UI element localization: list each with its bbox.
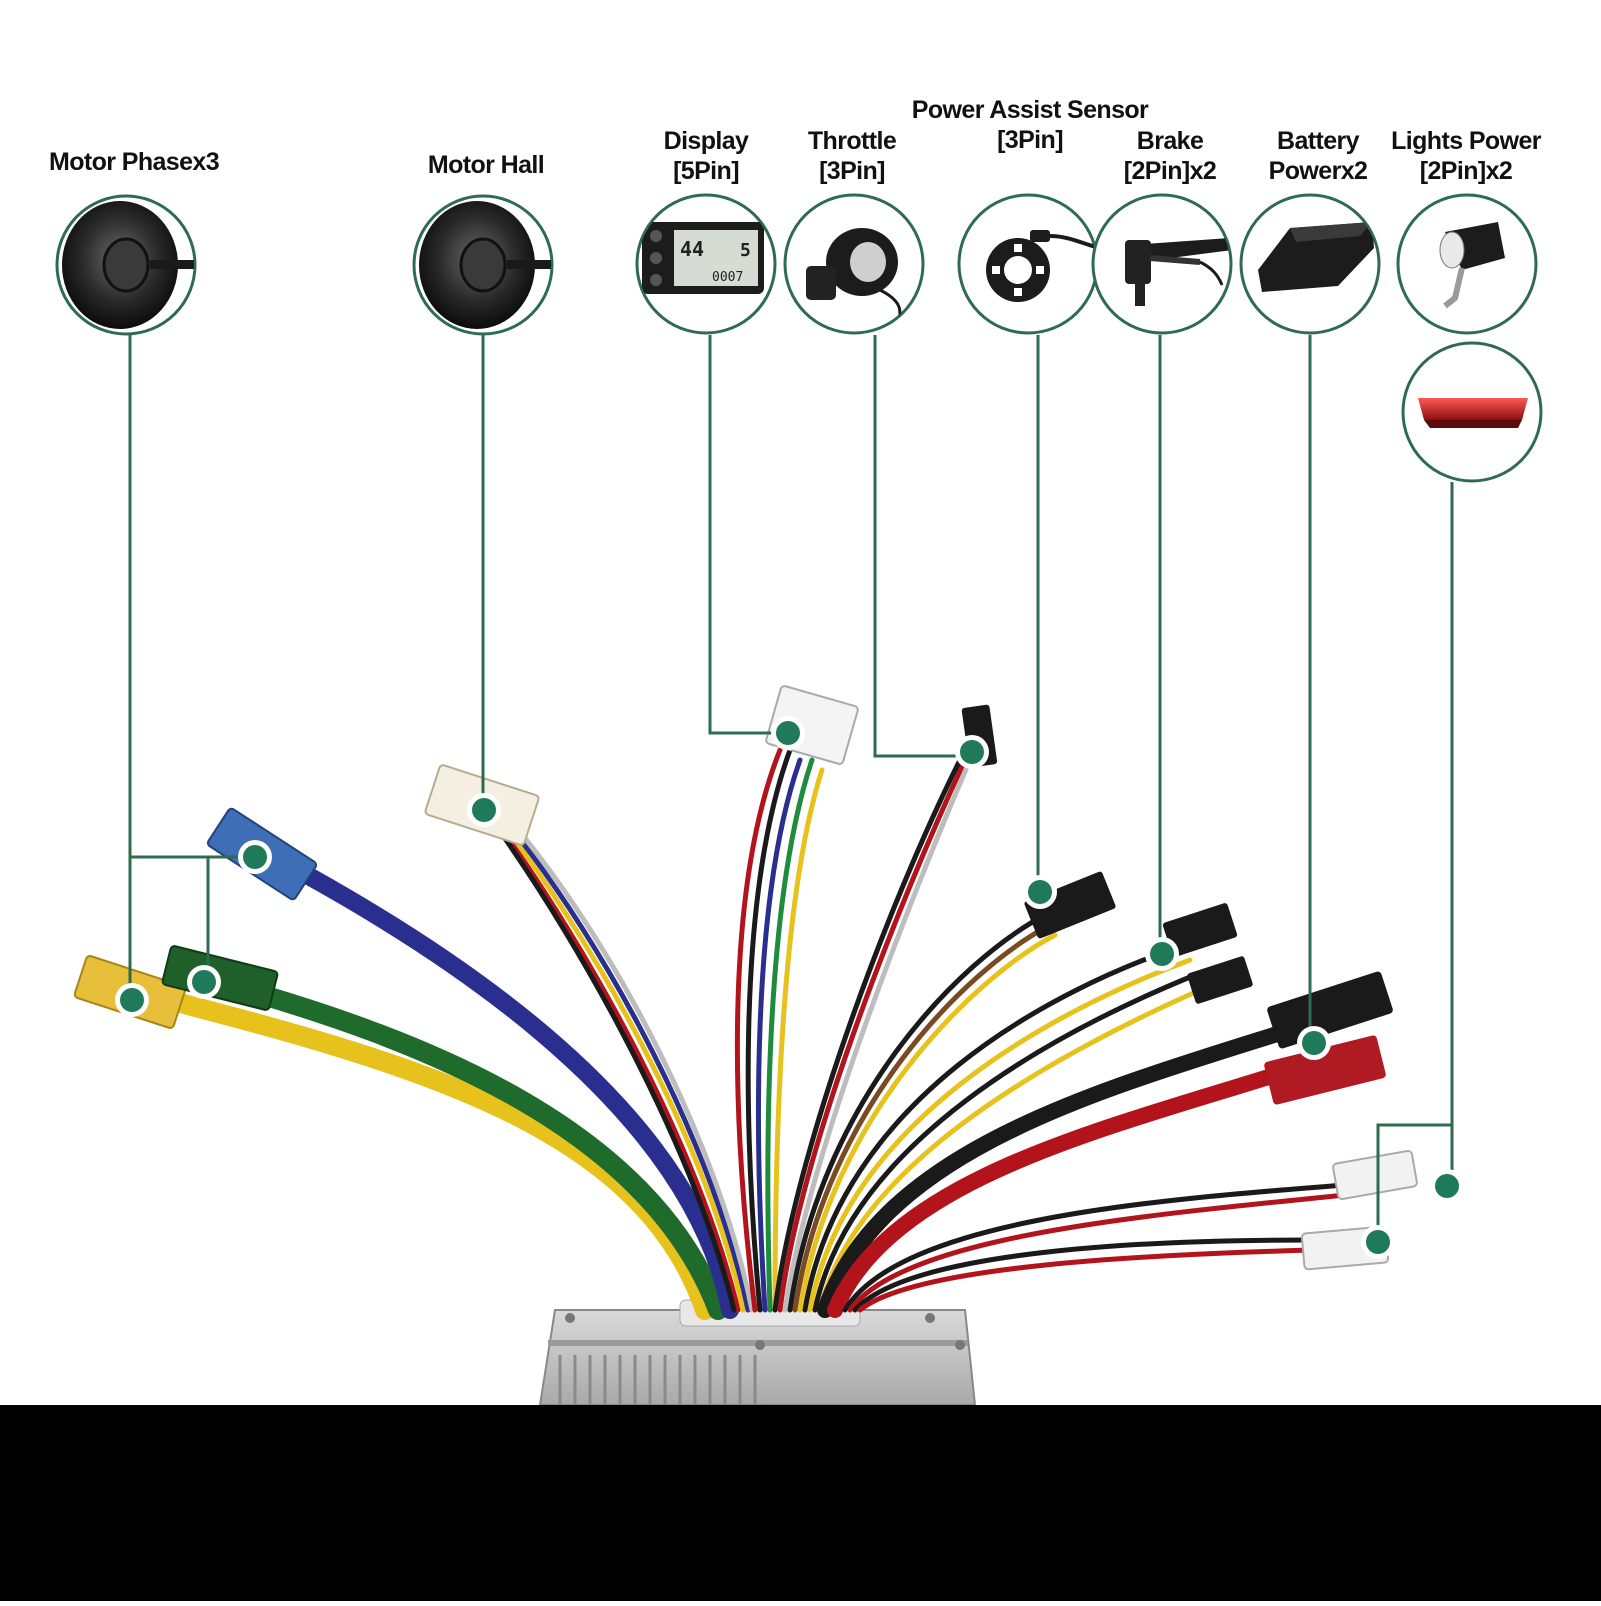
label-motor-phase: Motor Phasex3 [48,147,220,177]
label-lights-line1: Lights Power [1391,127,1541,155]
label-motor-hall-text: Motor Hall [427,151,545,179]
callout-lines [128,335,1454,1242]
label-battery: Battery Powerx2 [1269,126,1368,186]
label-power-assist-sensor: Power Assist Sensor [3Pin] [911,95,1149,155]
connectors [73,685,1418,1271]
brake-lever-icon [1091,193,1233,335]
lcd-display-icon: 44 5 0007 [635,193,777,335]
thumb-throttle-icon [783,193,925,335]
display-odometer: 0007 [712,270,743,285]
front-light-icon [1396,193,1538,335]
label-throttle: Throttle [3Pin] [807,126,897,186]
label-pas-line2: [3Pin] [997,126,1063,154]
label-pas-line1: Power Assist Sensor [911,96,1149,124]
label-battery-line2: Powerx2 [1268,157,1368,185]
display-small-digit: 5 [740,240,751,261]
label-brake: Brake [2Pin]x2 [1123,126,1217,186]
wire-harness [120,747,1348,1320]
hub-motor-icon [55,194,197,336]
label-display-line2: [5Pin] [673,157,739,185]
rear-light-icon [1401,341,1543,483]
label-display-line1: Display [663,127,749,155]
label-brake-line1: Brake [1136,127,1204,155]
label-brake-line2: [2Pin]x2 [1123,157,1217,185]
label-display: Display [5Pin] [664,126,749,186]
hub-motor-icon [412,194,554,336]
label-battery-line1: Battery [1277,127,1360,155]
label-lights-power: Lights Power [2Pin]x2 [1391,126,1541,186]
label-lights-line2: [2Pin]x2 [1419,157,1513,185]
label-throttle-line2: [3Pin] [819,157,885,185]
display-speed: 44 [680,237,704,261]
label-motor-phase-text: Motor Phasex3 [48,148,220,176]
pas-sensor-icon [957,193,1099,335]
bottom-black-band [0,1405,1601,1601]
label-motor-hall: Motor Hall [427,150,545,180]
label-throttle-line1: Throttle [807,127,897,155]
controller-box-icon [538,1299,977,1406]
marker-dots [115,716,1464,1259]
battery-pack-icon [1239,193,1381,335]
